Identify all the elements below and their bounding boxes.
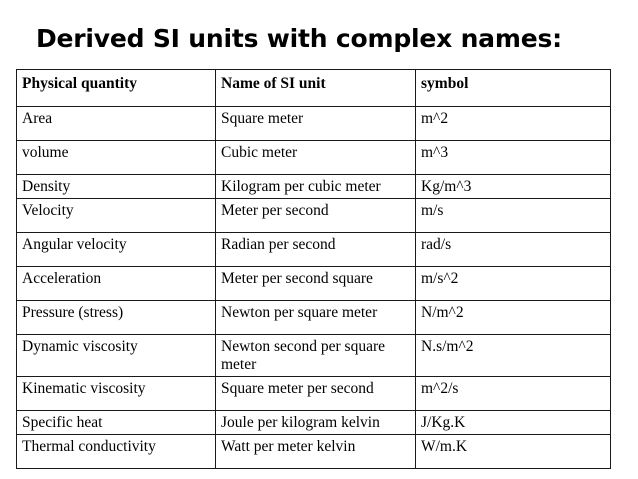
units-table-container: Physical quantity Name of SI unit symbol…: [16, 69, 611, 469]
cell-name-of-si-unit: Joule per kilogram kelvin: [215, 410, 416, 435]
cell-symbol: W/m.K: [415, 434, 611, 469]
cell-symbol: m^2: [415, 106, 611, 141]
cell-physical-quantity: Acceleration: [16, 266, 216, 301]
cell-symbol: m^3: [415, 140, 611, 175]
column-header-symbol: symbol: [415, 69, 611, 107]
cell-name-of-si-unit: Square meter: [215, 106, 416, 141]
cell-name-of-si-unit: Meter per second square: [215, 266, 416, 301]
cell-physical-quantity: Area: [16, 106, 216, 141]
cell-physical-quantity: Dynamic viscosity: [16, 334, 216, 377]
cell-physical-quantity: Density: [16, 174, 216, 199]
cell-physical-quantity: Pressure (stress): [16, 300, 216, 335]
table-header: Physical quantity Name of SI unit symbol: [16, 69, 611, 107]
table-row: Pressure (stress)Newton per square meter…: [16, 300, 611, 335]
table-header-row: Physical quantity Name of SI unit symbol: [16, 69, 611, 107]
cell-physical-quantity: Angular velocity: [16, 232, 216, 267]
cell-symbol: rad/s: [415, 232, 611, 267]
cell-physical-quantity: volume: [16, 140, 216, 175]
derived-si-units-table: Physical quantity Name of SI unit symbol…: [16, 69, 611, 469]
cell-symbol: m/s^2: [415, 266, 611, 301]
cell-symbol: m/s: [415, 198, 611, 233]
cell-physical-quantity: Velocity: [16, 198, 216, 233]
column-header-name-of-si-unit: Name of SI unit: [215, 69, 416, 107]
cell-name-of-si-unit: Watt per meter kelvin: [215, 434, 416, 469]
cell-symbol: J/Kg.K: [415, 410, 611, 435]
cell-symbol: N/m^2: [415, 300, 611, 335]
cell-physical-quantity: Specific heat: [16, 410, 216, 435]
column-header-physical-quantity: Physical quantity: [16, 69, 216, 107]
cell-name-of-si-unit: Meter per second: [215, 198, 416, 233]
cell-name-of-si-unit: Radian per second: [215, 232, 416, 267]
cell-name-of-si-unit: Square meter per second: [215, 376, 416, 411]
page-title: Derived SI units with complex names:: [36, 24, 562, 53]
cell-symbol: m^2/s: [415, 376, 611, 411]
cell-name-of-si-unit: Newton second per square meter: [215, 334, 416, 377]
cell-name-of-si-unit: Newton per square meter: [215, 300, 416, 335]
cell-symbol: N.s/m^2: [415, 334, 611, 377]
cell-physical-quantity: Thermal conductivity: [16, 434, 216, 469]
cell-name-of-si-unit: Kilogram per cubic meter: [215, 174, 416, 199]
cell-symbol: Kg/m^3: [415, 174, 611, 199]
cell-name-of-si-unit: Cubic meter: [215, 140, 416, 175]
cell-physical-quantity: Kinematic viscosity: [16, 376, 216, 411]
